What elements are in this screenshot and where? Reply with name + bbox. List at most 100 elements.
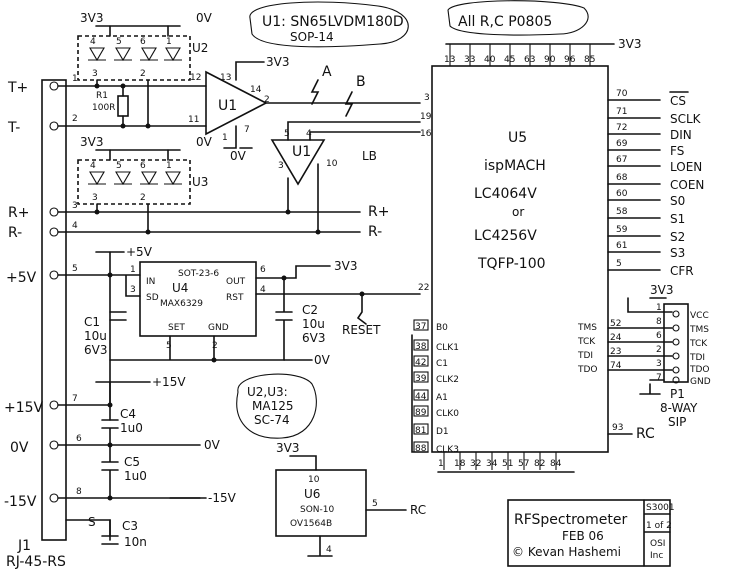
- u5-ref: U5: [508, 130, 527, 146]
- u5-package: TQFP-100: [477, 256, 546, 272]
- u5-left-pin-7-label: C1: [436, 359, 448, 369]
- u2-pin-c: 6: [140, 37, 146, 47]
- u1-pin5: 5: [284, 129, 290, 139]
- u1-receiver-ref: U1: [218, 98, 237, 114]
- u5-sclk-label: SCLK: [670, 112, 702, 126]
- u2-3v3-label: 3V3: [80, 11, 103, 25]
- u5-top-pin-6: 90: [544, 55, 556, 65]
- u2-pin-a: 4: [90, 37, 96, 47]
- c2-0v-label: 0V: [314, 353, 331, 367]
- u5-left-pin-5-label: B0: [436, 323, 448, 333]
- j1-pin7-num: 7: [72, 394, 78, 404]
- bipolar-supply: +15V C4 1u0 C5 1u0 0V -15V C3 10n: [95, 375, 237, 549]
- u5-right-pin-10-num: 61: [616, 241, 627, 251]
- input-plus15-label: +15V: [4, 400, 44, 416]
- u1-pin3: 3: [278, 161, 284, 171]
- title-block-org-b: Inc: [650, 551, 663, 561]
- u2-diodes: [88, 47, 182, 62]
- u6-pin-out: 5: [372, 499, 378, 509]
- j1-pin1-circle: [49, 81, 59, 91]
- u1-receiver: U1 12 11 13 14 7 1 2 3V3 0V: [188, 55, 421, 163]
- r-plus-net-label: R+: [368, 204, 389, 220]
- u5-rc-pin-num: 93: [612, 423, 623, 433]
- note-rc-package: All R,C P0805: [447, 0, 589, 36]
- input-gnd-label: 0V: [10, 440, 29, 456]
- arrow-b-label: B: [356, 74, 366, 90]
- u2-ref-label: U2: [192, 41, 208, 55]
- j1-pin5-num: 5: [72, 264, 78, 274]
- u5-tck-num: 24: [610, 333, 622, 343]
- u3-pin-f: 1: [166, 161, 172, 171]
- capacitor-c2: C2 10u 6V3 0V: [213, 277, 331, 367]
- u5-bottom-pins: 1 18 32 34 51 57 82 84: [437, 452, 575, 473]
- p1-pin-tdo-num: 3: [656, 359, 662, 369]
- u6-3v3-label: 3V3: [276, 441, 299, 455]
- u5-bottom-pin-7: 82: [534, 459, 545, 469]
- u5-right-pin-3-num: 72: [616, 123, 627, 133]
- junction-dots: [94, 83, 365, 501]
- u5-left-pin-10-num: 89: [415, 408, 427, 418]
- u1-driver: U1 5 4 10 3 LB: [270, 121, 421, 233]
- u3-pin-c: 6: [140, 161, 146, 171]
- c4-ref: C4: [120, 407, 136, 421]
- u3-pin-e: 2: [140, 193, 146, 203]
- u3-0v-label: 0V: [196, 135, 213, 149]
- u5-3v3-label: 3V3: [618, 37, 641, 51]
- j1-pin3-circle: [49, 207, 59, 217]
- u5-left-io: [413, 319, 429, 453]
- u5-coen-label: COEN: [670, 178, 704, 192]
- u5-left-pin-5-num: 37: [415, 322, 426, 332]
- u5-right-pin-9-num: 59: [616, 225, 628, 235]
- r-minus-net-label: R-: [368, 224, 382, 240]
- title-block: RFSpectrometer S3001 1 of 2 FEB 06 © Kev…: [507, 499, 675, 567]
- u3-diodes: [88, 171, 182, 186]
- p1-tck-label: TCK: [689, 339, 708, 349]
- u5-tck-label: TCK: [577, 337, 596, 347]
- u5-s0-label: S0: [670, 194, 685, 208]
- u5-top-pin-3: 40: [484, 55, 496, 65]
- input-minus15-label: -15V: [4, 494, 37, 510]
- u5-din-label: DIN: [670, 128, 692, 142]
- connector-j1: T+ T- R+ R- +5V +15V 0V -15V J1 RJ-45-RS…: [4, 74, 96, 570]
- u5-s2-label: S2: [670, 230, 685, 244]
- title-block-org-a: OSI: [650, 539, 665, 549]
- u5-cs-label: CS: [670, 94, 686, 108]
- u5-left-pin-11-num: 81: [415, 426, 426, 436]
- j1-pin8-circle: [49, 493, 59, 503]
- u5-left-pin-12-label: CLK3: [436, 445, 459, 455]
- u5-top-pins: 13 33 40 45 63 90 96 85: [444, 44, 595, 66]
- u6-ref: U6: [304, 487, 320, 501]
- j1-pin3-num: 3: [72, 201, 78, 211]
- u4-gnd-label: GND: [208, 323, 229, 333]
- u6-part: OV1564B: [290, 519, 332, 529]
- u6-package: SON-10: [300, 505, 335, 515]
- lb-label: LB: [362, 149, 377, 163]
- u2u3-package-text: SC-74: [254, 413, 290, 427]
- c3-ref: C3: [122, 519, 138, 533]
- j1-pin6-circle: [49, 440, 59, 450]
- u5-right-pin-11-num: 5: [616, 259, 622, 269]
- u1-pin12: 12: [190, 73, 201, 83]
- u3-3v3-label: 3V3: [80, 135, 103, 149]
- p1-vcc-label: VCC: [690, 311, 709, 321]
- u1-pin2: 2: [264, 95, 270, 105]
- u3-pin-d: 3: [92, 193, 98, 203]
- u1-driver-ref: U1: [292, 144, 311, 160]
- u5-tdo-label: TDO: [577, 365, 598, 375]
- u1-pin10: 10: [326, 159, 338, 169]
- p1-3v3-label: 3V3: [650, 283, 673, 297]
- u5-bottom-pin-3: 32: [470, 459, 481, 469]
- u5-left-pin-12-num: 88: [415, 444, 427, 454]
- c3-value: 10n: [124, 535, 147, 549]
- arrow-a-label: A: [322, 64, 332, 80]
- u5-jtag-pins: TMS 52 TCK 24 TDI 23 TDO 74: [577, 319, 673, 375]
- oscillator-u6: 3V3 10 U6 SON-10 OV1564B 5 RC 4: [275, 441, 426, 557]
- u5-top-pin-2: 33: [464, 55, 475, 65]
- jtag-header-p1: 3V3 1 VCC 8 TMS 6 TCK 2 TDI 3 TDO 7 GND …: [627, 283, 711, 429]
- u5-right-pin-7-num: 60: [616, 189, 628, 199]
- u5-right-pin-4-num: 69: [616, 139, 628, 149]
- u5-right-pin-8-num: 58: [616, 207, 628, 217]
- u5-top-pin-7: 96: [564, 55, 576, 65]
- connector-type-label: RJ-45-RS: [6, 554, 66, 570]
- u5-top-pin-4: 45: [504, 55, 515, 65]
